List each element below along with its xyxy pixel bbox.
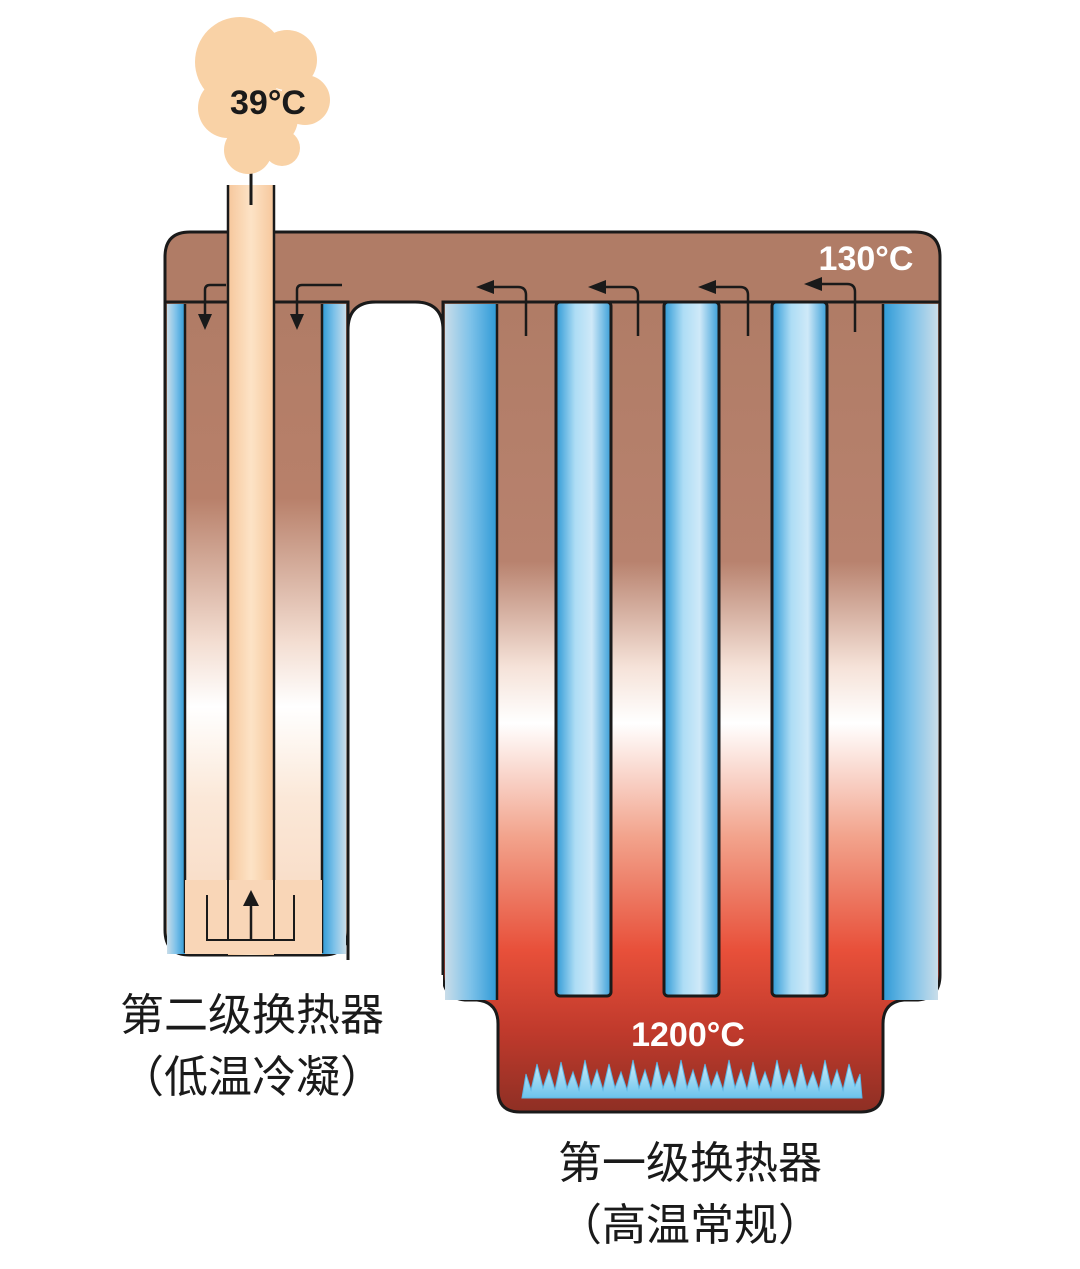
flow-arrow-icon xyxy=(804,277,857,332)
water-tubes xyxy=(554,300,829,998)
flow-arrow-icon xyxy=(476,280,528,336)
flow-arrow-icon xyxy=(698,280,750,336)
stage-divider-gap xyxy=(348,302,443,1000)
stage1-subtitle: （高温常规） xyxy=(558,1200,822,1251)
exhaust-pipe xyxy=(228,185,274,955)
flow-arrow-icon xyxy=(290,283,342,330)
water-tube-2 xyxy=(662,300,721,998)
header-temp-label: 130°C xyxy=(819,240,914,278)
stage2-title: 第二级换热器 xyxy=(120,990,384,1041)
exhaust-flue xyxy=(185,142,322,955)
water-tube-1 xyxy=(554,300,613,998)
flow-arrow-icon xyxy=(588,280,640,336)
water-tube-3 xyxy=(770,300,829,998)
flow-arrow-icon xyxy=(198,283,226,330)
stage2-water-jacket-right xyxy=(322,304,346,954)
stage1-title: 第一级换热器 xyxy=(558,1138,822,1189)
smoke-cloud-icon xyxy=(195,17,330,174)
flame-icon xyxy=(521,1059,863,1099)
stage1-water-jacket-right xyxy=(883,304,938,1000)
flame-temp-label: 1200°C xyxy=(631,1016,745,1054)
stage2-water-jacket-left xyxy=(167,304,185,954)
stage1-water-jacket-left xyxy=(445,304,497,1000)
flow-arrows xyxy=(198,277,857,336)
smoke-temp-label: 39°C xyxy=(230,84,306,122)
stage2-subtitle: （低温冷凝） xyxy=(120,1052,384,1103)
